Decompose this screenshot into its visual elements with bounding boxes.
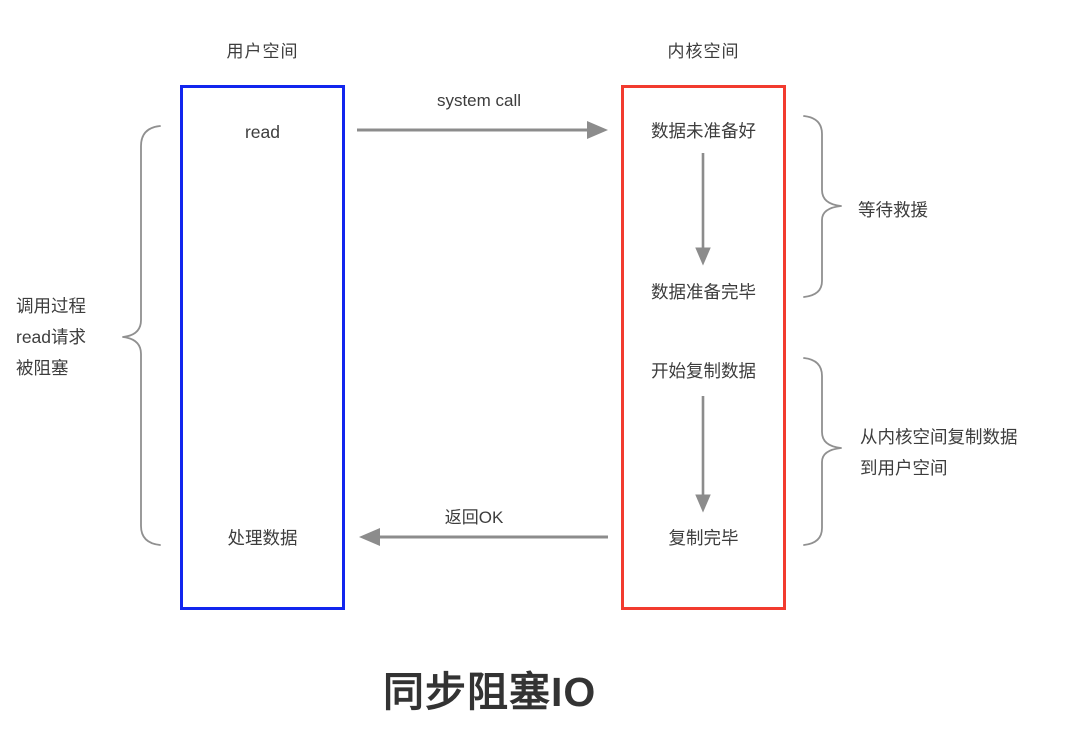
node-process-data: 处理数据	[227, 528, 298, 548]
waiting-brace	[803, 115, 842, 298]
blocked-brace	[122, 125, 161, 546]
blocked-annotation-line-2: read请求	[16, 327, 87, 347]
copy-annotation: 从内核空间复制数据 到用户空间	[860, 422, 1018, 484]
node-data-ready: 数据准备完毕	[651, 282, 756, 302]
node-read: read	[244, 122, 281, 142]
diagram-title: 同步阻塞IO	[383, 669, 597, 715]
kernel-space-box	[621, 85, 786, 610]
node-copy-start: 开始复制数据	[651, 361, 756, 381]
waiting-annotation: 等待救援	[858, 200, 928, 220]
node-copy-done: 复制完毕	[668, 528, 739, 548]
blocked-annotation-line-3: 被阻塞	[16, 358, 69, 378]
return-ok-arrow-label: 返回OK	[444, 508, 504, 527]
user-space-label: 用户空间	[226, 42, 299, 61]
kernel-space-label: 内核空间	[667, 42, 740, 61]
system-call-arrow-label: system call	[436, 91, 522, 110]
copy-annotation-line-2: 到用户空间	[860, 458, 948, 478]
user-space-box	[180, 85, 345, 610]
blocked-annotation: 调用过程 read请求 被阻塞	[16, 291, 86, 384]
copy-brace	[803, 357, 842, 546]
blocked-annotation-line-1: 调用过程	[16, 296, 86, 316]
copy-annotation-line-1: 从内核空间复制数据	[860, 427, 1018, 447]
node-data-not-ready: 数据未准备好	[651, 121, 756, 141]
